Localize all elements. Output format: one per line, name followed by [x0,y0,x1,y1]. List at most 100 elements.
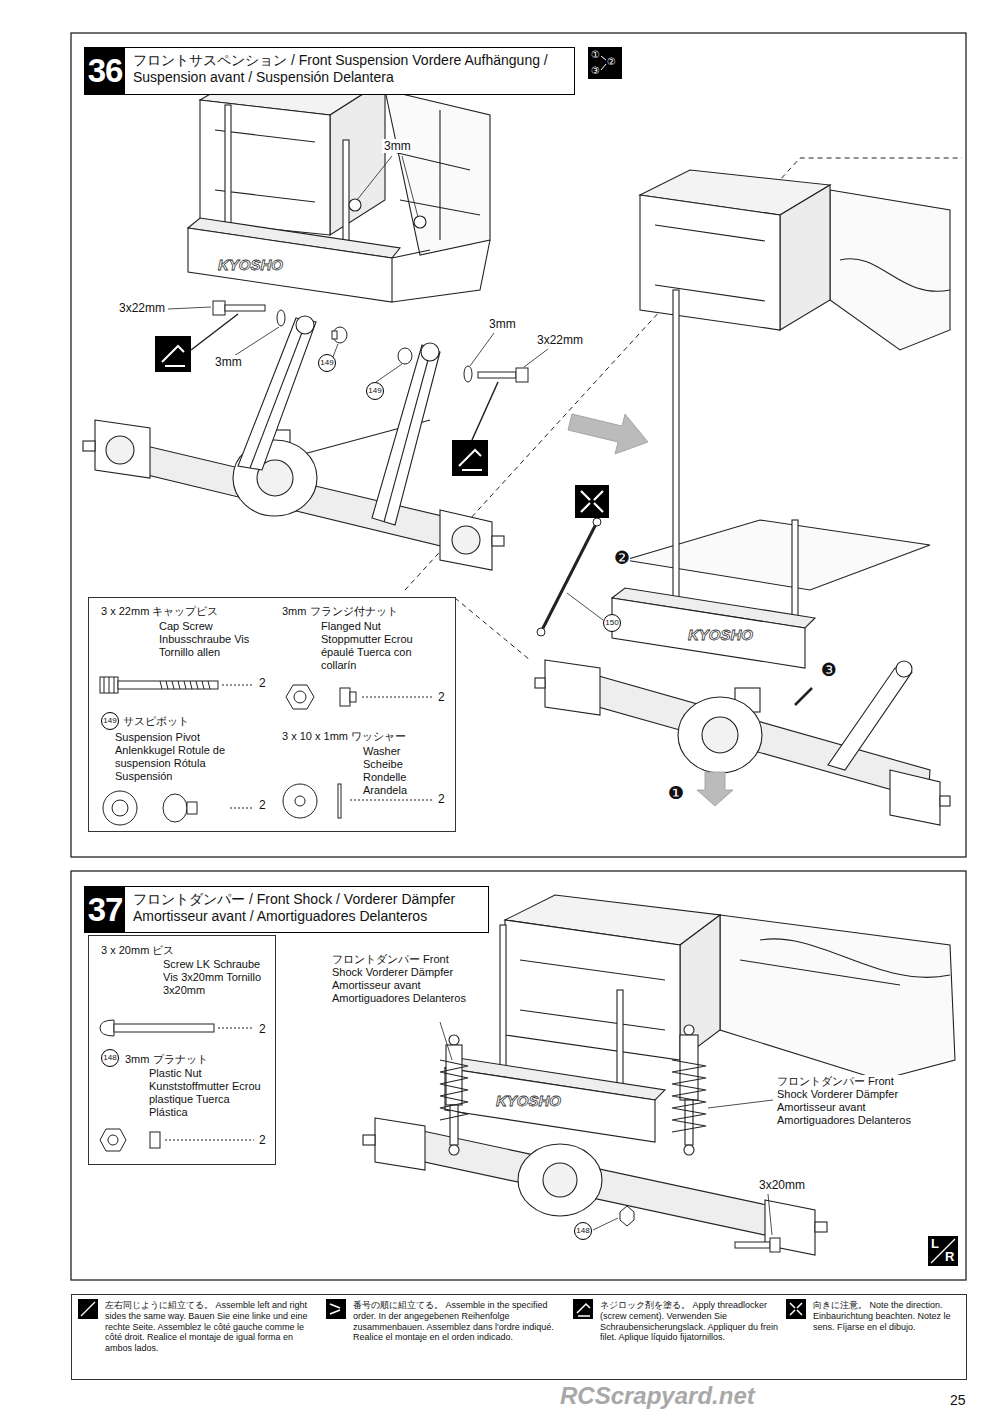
front-shock [440,1060,468,1120]
note-icon [790,1303,802,1315]
left-right-letter: L [931,1237,939,1251]
chassis [840,259,950,292]
threadlock-icon [452,440,488,476]
chassis [349,199,361,211]
front-axle [828,668,912,770]
front-axle [518,1144,602,1216]
part-translation: Cap Screw Inbusschraube Vis Tornillo all… [159,620,254,659]
part-picture [338,784,341,818]
front-shock [672,1060,706,1132]
front-axle [795,688,812,705]
part-name: 3 x 20mm ビス [101,944,174,957]
order-digit: ① [591,49,600,60]
leader-line [440,1022,452,1060]
chassis [830,190,950,350]
chassis [500,925,506,1070]
front-axle [535,678,545,688]
chassis [625,520,930,590]
screw-size: 3x22mm [535,333,585,347]
threadlock-icon [155,314,498,476]
front-shock [449,1145,459,1155]
step-frame [71,33,966,1280]
part-number: 148 [101,1049,119,1067]
direction-icon [575,485,609,518]
assembly-note: ネジロック剤を塗る。 Apply threadlocker (screw cem… [600,1300,782,1343]
chassis [792,520,798,630]
note-icon [81,1302,95,1316]
bumper [612,598,805,668]
leader-line [470,333,494,366]
leader-line [234,327,279,356]
dotted-line [165,685,432,1140]
chassis [520,960,665,1030]
chassis [625,170,950,630]
assembly-note: 番号の順に組立てる。 Assemble in the specified ord… [353,1300,563,1343]
step-callout: ❶ [668,783,684,803]
part-picture [100,677,118,693]
chassis [617,990,623,1095]
screw-size: 3x20mm [757,1178,807,1192]
drive-shaft [541,522,597,632]
leader-line [168,156,548,382]
front-shock [684,1025,694,1035]
chassis [392,240,490,302]
front-axle [678,697,762,773]
order-digit: ③ [591,65,600,76]
suspension-link [421,343,439,361]
suspension-link [238,318,316,470]
assembly-note: 左右同じように組立てる。 Assemble left and right sid… [105,1300,320,1354]
front-axle [492,536,504,546]
front-axle [363,1135,375,1145]
parts-list: 3 x 20mm ビスScrew LK Schraube Vis 3x20mm … [88,935,276,1165]
dotted-line [230,808,254,809]
step-number: 36 [85,48,125,94]
screw-size: 3x22mm [117,301,167,315]
step-arrow [568,414,648,454]
left-right-icon [928,1236,958,1266]
front-axle [545,660,600,715]
leader-line [440,1022,773,1235]
part-number: 149 [101,712,119,730]
part-translation: Washer Scheibe Rondelle Arandela [363,745,435,797]
part-picture [112,800,128,816]
front-axle [106,436,134,464]
note-icon [577,1304,590,1316]
leader-line [524,349,548,367]
note-icon [326,1299,346,1319]
part-picture [100,1129,126,1151]
page-number: 25 [950,1392,966,1408]
part-picture [100,1020,214,1151]
part-number: 149 [366,382,384,400]
suspension-link [372,345,440,525]
part-picture [114,1024,214,1032]
front-axle [556,665,930,800]
part-picture [108,1135,118,1145]
note-icon [78,1299,806,1319]
threadlock-icon [191,314,498,440]
hardware [332,331,337,339]
part-translation: Flanged Nut Stoppmutter Ecrou épaulé Tue… [321,620,436,672]
front-axle [890,770,940,825]
leader-line [168,307,211,309]
hardware [398,348,412,364]
leader-line [327,344,338,372]
chassis [385,110,480,240]
suspension-link [296,316,314,334]
front-shock [440,1025,706,1155]
hardware [516,368,528,382]
front-shock [449,1035,459,1045]
bumper [612,588,815,668]
part-name: 3 x 10 x 1mm ワッシャー [282,730,406,743]
part-quantity: 2 [438,690,445,704]
order-icon [588,47,622,79]
zoom-outline [455,598,530,660]
part-translation: Plastic Nut Kunststoffmutter Ecrou plast… [149,1067,267,1119]
hardware [770,1238,780,1252]
shock-label: フロントダンパー Front Shock Vorderer Dämpfer Am… [330,953,469,1005]
chassis [505,920,680,1060]
front-axle [940,796,950,806]
chassis [200,100,330,235]
suspension-link [384,349,431,522]
bumper [445,1058,665,1142]
note-icon [78,1299,98,1319]
